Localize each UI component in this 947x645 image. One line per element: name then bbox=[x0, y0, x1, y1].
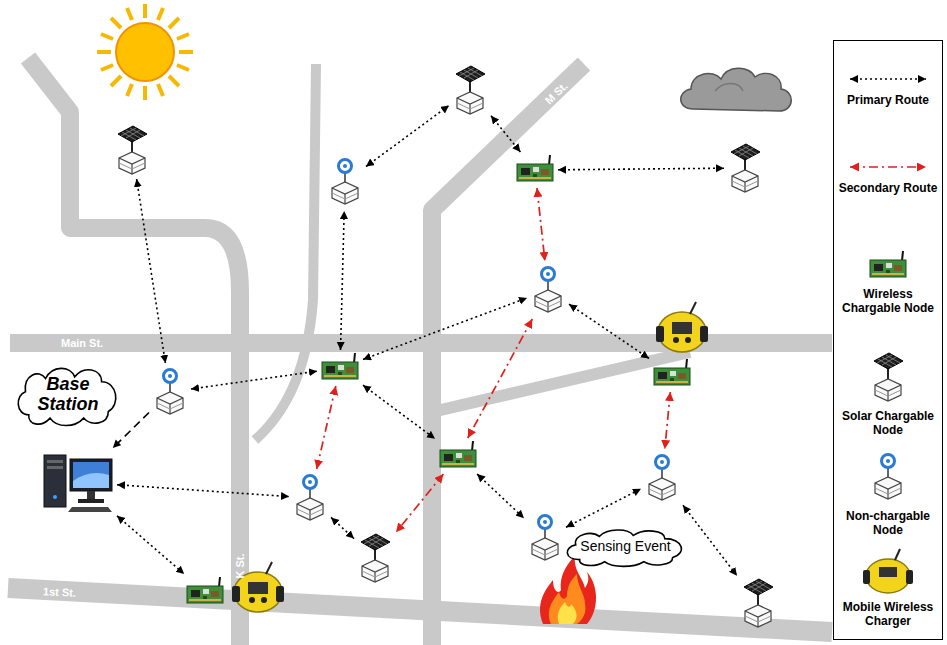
wireless-node bbox=[438, 441, 478, 471]
callout-cloud: Sensing Event bbox=[560, 526, 691, 568]
wireless-node bbox=[185, 577, 225, 607]
street bbox=[432, 352, 690, 412]
node-icon bbox=[438, 441, 478, 471]
legend-sample bbox=[870, 451, 906, 503]
node-icon bbox=[327, 156, 363, 208]
legend-item: Solar Chargable Node bbox=[834, 351, 942, 438]
legend-item: Mobile Wireless Charger bbox=[834, 546, 942, 629]
primary-route bbox=[113, 413, 149, 449]
primary-route bbox=[683, 505, 737, 575]
primary-route bbox=[491, 116, 520, 152]
secondary-route bbox=[396, 474, 443, 532]
nonchargable-node bbox=[530, 264, 566, 316]
legend-sample bbox=[868, 251, 908, 281]
node-icon bbox=[292, 472, 328, 524]
primary-route bbox=[117, 516, 184, 574]
node-icon bbox=[185, 577, 225, 607]
node-icon bbox=[727, 142, 763, 194]
nonchargable-node bbox=[527, 512, 563, 564]
node-icon bbox=[114, 124, 150, 176]
legend-item: Non-chargable Node bbox=[834, 451, 942, 538]
callout-text: Sensing Event bbox=[580, 539, 670, 554]
secondary-route bbox=[468, 319, 533, 438]
legend-text: Secondary Route bbox=[834, 181, 942, 195]
primary-route bbox=[363, 298, 527, 360]
node-icon bbox=[530, 264, 566, 316]
legend-text: Wireless Chargable Node bbox=[834, 287, 942, 316]
solar-node bbox=[727, 142, 763, 194]
node-icon bbox=[740, 577, 776, 629]
node-icon bbox=[357, 532, 393, 584]
wireless-node bbox=[515, 155, 555, 185]
callout-cloud: Base Station bbox=[12, 362, 124, 428]
mobile-charger-robot bbox=[656, 302, 708, 352]
legend-text: Primary Route bbox=[834, 93, 942, 107]
legend-text: Solar Chargable Node bbox=[834, 409, 942, 438]
base-station-computer bbox=[42, 451, 114, 513]
legend-sample bbox=[870, 351, 906, 403]
solar-node bbox=[452, 64, 488, 116]
street bbox=[432, 64, 584, 645]
node-icon bbox=[320, 353, 360, 383]
node-icon bbox=[644, 452, 680, 504]
solar-node bbox=[740, 577, 776, 629]
nonchargable-node bbox=[644, 452, 680, 504]
nonchargable-node bbox=[152, 366, 188, 418]
fire bbox=[540, 556, 596, 624]
secondary-route bbox=[537, 188, 545, 261]
rain-cloud bbox=[681, 68, 792, 111]
primary-route bbox=[331, 517, 354, 538]
street-name: K St. bbox=[234, 553, 246, 578]
node-icon bbox=[515, 155, 555, 185]
street bbox=[255, 64, 316, 440]
sun bbox=[97, 4, 193, 100]
legend-panel: Primary RouteSecondary RouteWireless Cha… bbox=[833, 40, 943, 640]
node-icon bbox=[452, 64, 488, 116]
street-name: 1st St. bbox=[43, 585, 77, 599]
primary-route bbox=[477, 474, 524, 518]
legend-item: Secondary Route bbox=[834, 159, 942, 195]
node-icon bbox=[527, 512, 563, 564]
callout-text: Base Station bbox=[32, 375, 104, 415]
nonchargable-node bbox=[327, 156, 363, 208]
legend-sample bbox=[862, 546, 914, 594]
primary-route bbox=[366, 106, 449, 167]
primary-route bbox=[117, 485, 289, 497]
node-icon bbox=[152, 366, 188, 418]
street bbox=[10, 334, 832, 352]
legend-item: Primary Route bbox=[834, 71, 942, 107]
primary-route bbox=[341, 211, 345, 350]
legend-sample bbox=[840, 71, 936, 87]
street bbox=[8, 588, 832, 632]
primary-route bbox=[137, 179, 166, 363]
legend-item: Wireless Chargable Node bbox=[834, 251, 942, 316]
nonchargable-node bbox=[292, 472, 328, 524]
solar-node bbox=[357, 532, 393, 584]
primary-route bbox=[569, 304, 649, 358]
legend-text: Non-chargable Node bbox=[834, 509, 942, 538]
street-name: Main St. bbox=[61, 337, 103, 349]
secondary-route bbox=[317, 386, 336, 469]
solar-node bbox=[114, 124, 150, 176]
legend-sample bbox=[840, 159, 936, 175]
primary-route bbox=[363, 385, 435, 439]
node-icon bbox=[42, 451, 114, 513]
primary-route bbox=[191, 371, 317, 389]
primary-route bbox=[558, 168, 724, 170]
wireless-node bbox=[320, 353, 360, 383]
primary-route bbox=[566, 489, 641, 527]
legend-text: Mobile Wireless Charger bbox=[834, 600, 942, 629]
node-icon bbox=[652, 359, 692, 389]
secondary-route bbox=[665, 392, 671, 449]
wireless-node bbox=[652, 359, 692, 389]
